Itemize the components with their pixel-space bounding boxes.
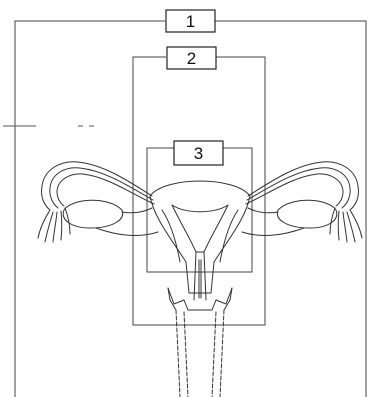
right-broad-ligament (242, 228, 304, 235)
label-box-1: 1 (166, 10, 215, 32)
left-ovary (63, 200, 122, 228)
vagina-right-wall (220, 310, 224, 397)
label-3-text: 3 (194, 144, 203, 163)
region-box-1 (15, 21, 366, 397)
label-box-3: 3 (174, 141, 223, 165)
vaginal-upper-wall (168, 288, 232, 310)
vaginal-fornix (168, 288, 232, 310)
region-boxes (15, 21, 366, 397)
vagina-left-wall (176, 310, 180, 397)
region-box-3 (147, 148, 252, 272)
label-box-2: 2 (167, 47, 216, 69)
label-1-text: 1 (186, 12, 195, 31)
right-round-ligament (220, 210, 238, 262)
label-2-text: 2 (187, 49, 196, 68)
right-ovary (277, 200, 336, 228)
cervical-canal-inner (199, 260, 201, 298)
left-round-ligament (162, 210, 180, 262)
uterus-body (150, 181, 250, 293)
uterine-cavity (172, 205, 228, 252)
uterus-drawing (38, 162, 362, 397)
right-tube-mid (247, 168, 350, 208)
right-fimbriae (330, 208, 362, 242)
left-tube-mid (50, 168, 153, 208)
left-broad-ligament (96, 228, 158, 235)
left-fimbriae (38, 208, 70, 242)
